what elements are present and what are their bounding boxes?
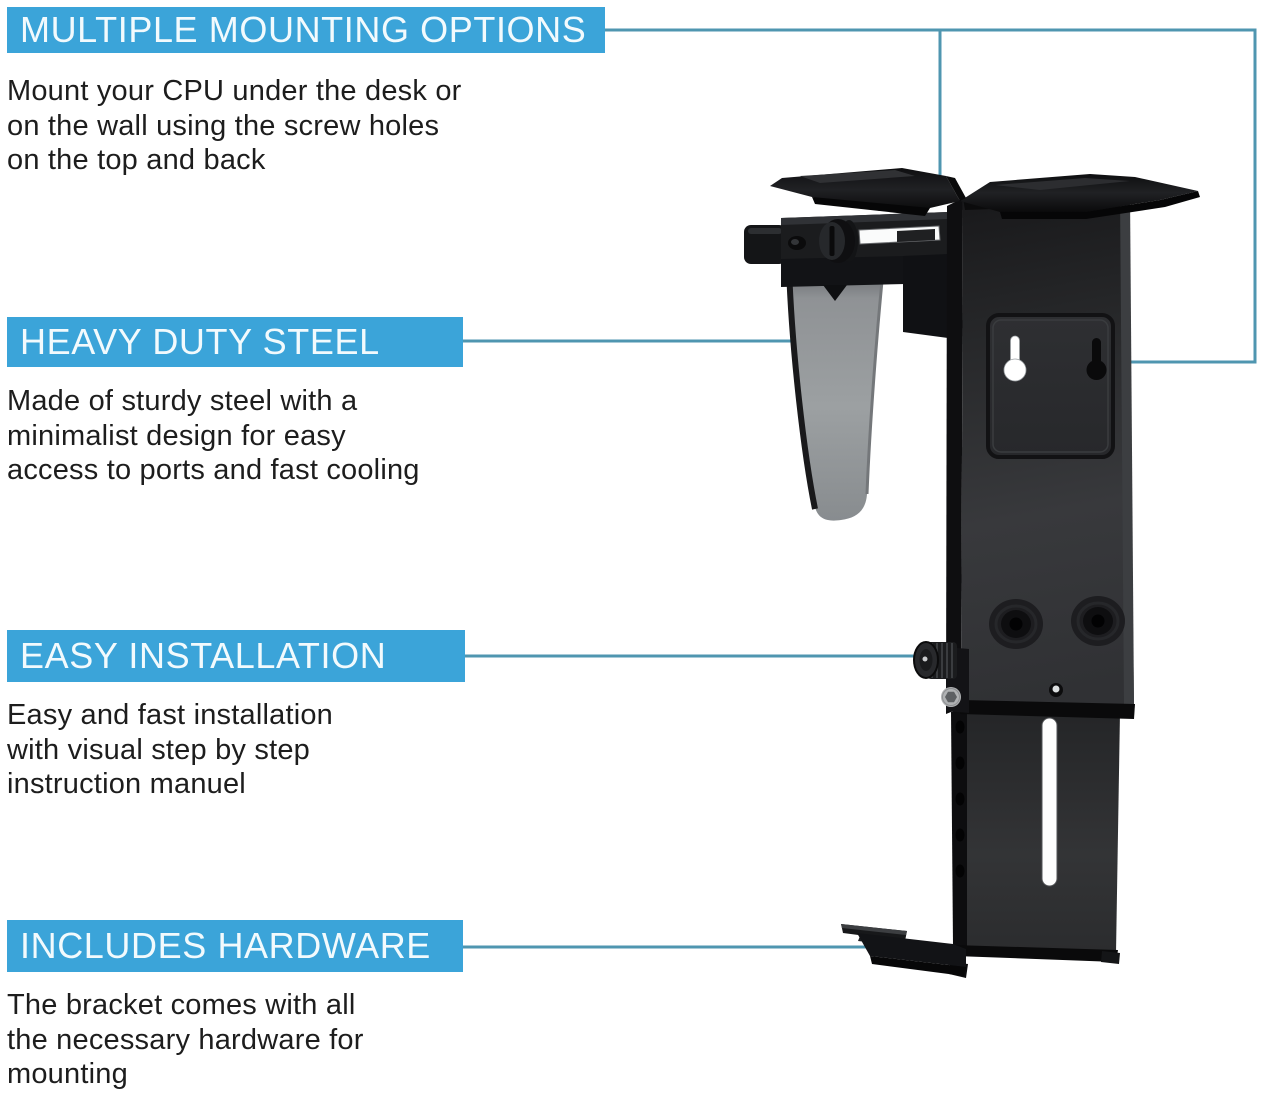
foot-front-wall [857,933,966,967]
feature-description: Made of sturdy steel with a minimalist d… [7,385,420,486]
feature-title-banner: INCLUDES HARDWARE [7,920,463,972]
feature-heavy-duty-steel: HEAVY DUTY STEEL Made of sturdy steel wi… [7,317,463,488]
connector-lines [462,28,1257,949]
adjustment-hole [955,720,965,734]
slider-adjustment-holes [955,720,965,878]
panel-recess [986,313,1115,459]
slider-bottom-band [953,945,1118,962]
screw-hole-center [1052,685,1060,693]
body-bottom-lip [960,700,1135,719]
slider-foot-pad-right [1101,951,1120,964]
thumbscrew [913,641,969,713]
knurl-ridge [946,643,948,678]
hex-bolt-head [945,691,957,703]
grommet-ring [994,604,1038,644]
adjustment-hole [955,828,965,842]
rail-end-cap [744,225,786,264]
rail-notch [823,285,847,301]
grommet-right [1071,596,1125,646]
grommet-hole [1009,617,1023,631]
screw-hole-small [1049,683,1063,697]
grommet-ring [1076,601,1120,641]
foot-flange-highlight [841,924,907,935]
adjustment-hole [955,864,965,878]
rail-bar-bevel [781,212,948,225]
bottom-foot [841,924,966,976]
lower-slider [949,708,1120,978]
plate-right-highlight [995,178,1130,190]
plate-left-highlight [800,170,915,183]
feature-title-banner: MULTIPLE MOUNTING OPTIONS [7,7,605,53]
knurl-ridge [951,643,953,678]
rail-attach-plate [903,254,948,338]
grommet-hole [1091,614,1105,628]
adjustment-hole [955,756,965,770]
rail-hole-inner [791,239,799,245]
hex-bolt-rim [942,688,960,706]
keyhole-slot-right [1086,338,1107,380]
clamp-leg [786,267,885,521]
rail-end-cap-highlight [748,228,782,234]
feature-description: Mount your CPU under the desk or on the … [7,75,462,176]
knurl-ridge [941,643,943,678]
plate-left-front-band [812,197,930,216]
slider-adjustment-slot [1041,717,1058,887]
plate-right-front-band [1000,191,1200,219]
body-side-face [946,198,963,714]
feature-easy-installation: EASY INSTALLATION Easy and fast installa… [7,630,465,802]
feature-title-banner: HEAVY DUTY STEEL [7,317,463,367]
grommet-left [989,599,1043,649]
plate-center-fold [946,176,966,201]
keyhole-slot-left [1003,335,1027,382]
feature-description: Easy and fast installation with visual s… [7,699,333,800]
top-mount-plate [770,168,1200,219]
clamp-knob-slot [829,226,835,256]
clamp-leg-face [790,268,883,521]
keyhole-right-hole [1086,360,1107,380]
feature-title-banner: EASY INSTALLATION [7,630,465,682]
foot-bottom-band [870,956,966,976]
connector-mounting-options-main [605,28,1257,364]
feature-description: The bracket comes with all the necessary… [7,989,364,1090]
feature-multiple-mounting-options: MULTIPLE MOUNTING OPTIONS Mount your CPU… [7,7,605,178]
keyhole-left-hole [1003,358,1027,382]
panel-inner-highlight [992,319,1109,453]
clamp-leg-right-edge [865,270,885,495]
thumbscrew-center-dot [922,656,928,662]
wall-mount-panel [986,313,1115,459]
adjustment-hole [955,792,965,806]
clamp-rail [744,212,948,338]
clamp-leg-left-edge [786,267,818,510]
keyhole-right-slot [1092,338,1101,365]
product-image-cpu-mount-bracket [744,168,1200,978]
feature-includes-hardware: INCLUDES HARDWARE The bracket comes with… [7,920,463,1092]
rail-slot-tab [897,229,935,242]
body-right-edge-highlight [1120,194,1134,706]
